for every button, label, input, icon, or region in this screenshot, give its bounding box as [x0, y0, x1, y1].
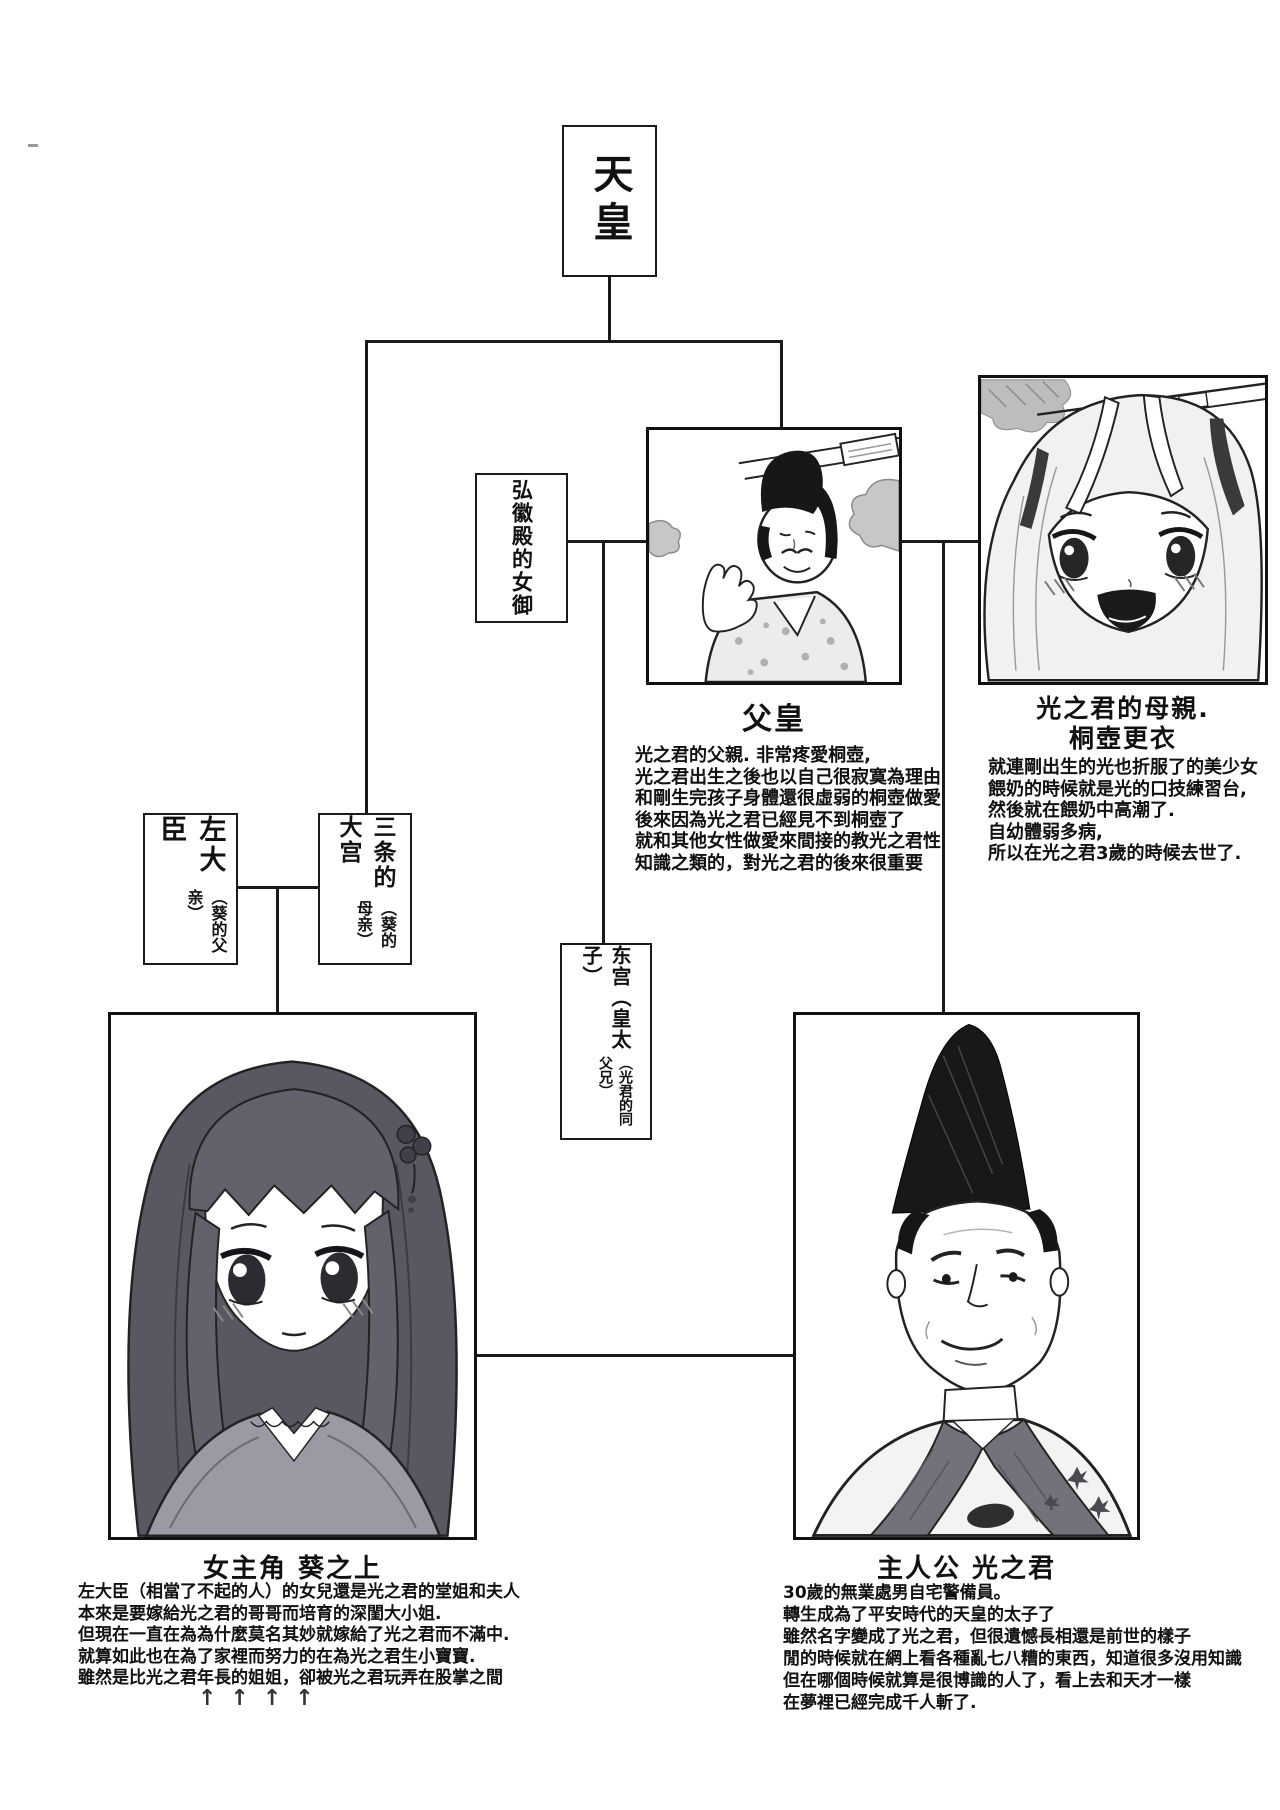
box-kokiden: 弘徽殿的女御 [475, 473, 568, 623]
caption-aoi: 女主角 葵之上 [202, 1554, 383, 1584]
portrait-hikaru [793, 1012, 1140, 1540]
description-father-emperor: 光之君的父親. 非常疼愛桐壺, 光之君出生之後也以自己很寂寞為理由 和剛生完孩子… [635, 745, 947, 874]
portrait-aoi [108, 1012, 477, 1540]
connector-to-hikaru [942, 540, 945, 1014]
description-line: 餵奶的時候就是光的口技練習台, [988, 778, 1247, 800]
connector-to-togu [602, 540, 605, 945]
box-tenno-label: 天皇 [586, 153, 633, 249]
box-omiya-note: （葵的母亲） [354, 900, 397, 949]
box-togu-note: （光君的同父兄） [597, 1056, 633, 1127]
description-line: 光之君出生之後也以自己很寂寞為理由 [635, 766, 941, 788]
caption-kiritsubo: 光之君的母親. 桐壺更衣 [978, 694, 1268, 754]
connector-right-branch [780, 340, 783, 430]
connector-top-horizontal [365, 340, 783, 343]
description-line: 閒的時候就在網上看各種亂七八糟的東西，知道很多沒用知識 [783, 1649, 1242, 1669]
father-emperor-illustration [649, 430, 899, 682]
portrait-kiritsubo [978, 375, 1268, 685]
box-sadaijin: 左大臣 （葵的父亲） [143, 813, 238, 965]
box-tenno: 天皇 [562, 125, 657, 277]
box-sadaijin-label: 左大臣 [155, 815, 226, 875]
connector-emperor-to-kiritsubo [900, 540, 980, 543]
box-omiya-label: 三条的大宫 [335, 815, 395, 890]
box-togu: 东宫（皇太子） （光君的同父兄） [560, 943, 652, 1140]
description-line: 雖然名字變成了光之君，但很遺憾長相還是前世的樣子 [783, 1627, 1191, 1647]
kiritsubo-illustration [981, 379, 1265, 682]
description-line: 左大臣（相當了不起的人）的女兒還是光之君的堂姐和夫人 [78, 1582, 520, 1602]
caption-kiritsubo-line2: 桐壺更衣 [1068, 724, 1177, 753]
connector-aoi-hikaru-marriage [477, 1354, 795, 1357]
description-line: 但在哪個時候就算是很博識的人了，看上去和天才一樣 [783, 1671, 1191, 1691]
description-line: 就連剛出生的光也折服了的美少女 [988, 757, 1258, 778]
connector-tenno-stem [608, 277, 611, 342]
description-line: 轉生成為了平安時代的天皇的太子了 [783, 1605, 1055, 1625]
connector-to-aoi [276, 886, 279, 1014]
description-line: 光之君的父親. 非常疼愛桐壺, [635, 745, 871, 766]
box-kokiden-label: 弘徽殿的女御 [509, 479, 534, 617]
description-line: 在夢裡已經完成千人斬了. [783, 1693, 977, 1713]
hikaru-illustration [796, 1016, 1137, 1537]
box-omiya: 三条的大宫 （葵的母亲） [318, 813, 412, 965]
aoi-up-arrows: ↑↑↑↑ [198, 1686, 328, 1711]
description-line: 就和其他女性做愛來間接的教光之君性 [635, 831, 941, 852]
box-togu-label: 东宫（皇太子） [579, 945, 632, 1050]
portrait-father-emperor [646, 427, 902, 685]
connector-left-branch [365, 340, 368, 815]
box-sadaijin-note: （葵的父亲） [184, 888, 228, 953]
connector-kokiden-to-emperor [566, 540, 648, 543]
artifact-dash [28, 144, 38, 147]
caption-kiritsubo-line1: 光之君的母親. [1036, 694, 1210, 723]
description-line: 後來因為光之君已經見不到桐壺了 [635, 809, 905, 831]
caption-father-emperor: 父皇 [742, 702, 806, 737]
description-line: 知識之類的，對光之君的後來很重要 [635, 852, 923, 874]
description-line: 本來是要嫁給光之君的哥哥而培育的深閨大小姐. [78, 1603, 442, 1624]
description-line: 然後就在餵奶中高潮了. [988, 800, 1175, 821]
description-kiritsubo: 就連剛出生的光也折服了的美少女 餵奶的時候就是光的口技練習台, 然後就在餵奶中高… [988, 757, 1273, 865]
caption-hikaru: 主人公 光之君 [876, 1554, 1057, 1584]
description-hikaru: 30歲的無業處男自宅警備員。 轉生成為了平安時代的天皇的太子了 雖然名字變成了光… [783, 1582, 1273, 1714]
description-line: 雖然是比光之君年長的姐姐，卻被光之君玩弄在股掌之間 [78, 1668, 503, 1688]
description-line: 但現在一直在為為什麼莫名其妙就嫁給了光之君而不滿中. [78, 1625, 510, 1645]
description-line: 和剛生完孩子身體還很虛弱的桐壺做愛 [635, 788, 941, 809]
description-line: 自幼體弱多病, [988, 821, 1103, 843]
aoi-illustration [111, 1016, 474, 1537]
description-line: 30歲的無業處男自宅警備員。 [783, 1583, 1011, 1603]
description-line: 所以在光之君3歲的時候去世了. [988, 843, 1242, 864]
description-aoi: 左大臣（相當了不起的人）的女兒還是光之君的堂姐和夫人 本來是要嫁給光之君的哥哥而… [78, 1582, 540, 1690]
description-line: 就算如此也在為了家裡而努力的在為光之君生小寶寶. [78, 1646, 476, 1667]
